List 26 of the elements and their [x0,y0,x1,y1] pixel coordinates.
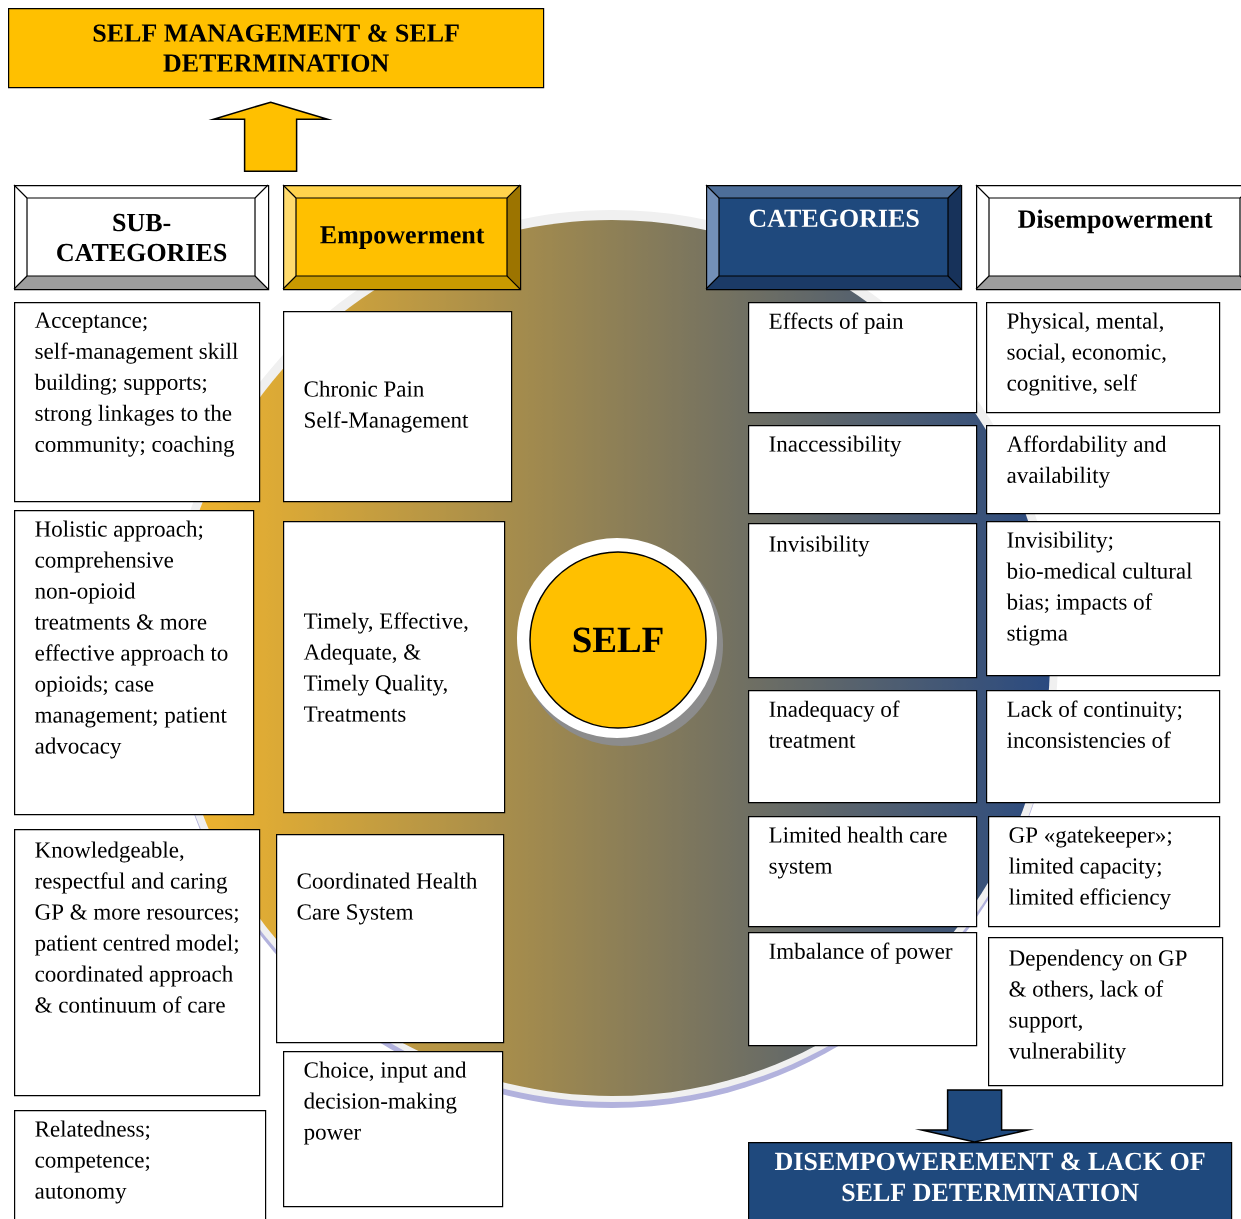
bevel-header: CATEGORIES [705,184,963,291]
bevel-header: Disempowerment [975,184,1241,291]
text-box: Affordability and availability [986,425,1221,515]
title-banner: SELF MANAGEMENT & SELF DETERMINATION [8,8,545,89]
text-box: GP «gatekeeper»; limited capacity; limited efficiency [988,816,1221,928]
bevel-header: Empowerment [282,184,522,291]
text-box: Physical, mental, social, economic, cognitive, self [986,302,1221,414]
text-box: Choice, input and decision-making power [283,1051,504,1208]
text-box: Effects of pain [748,302,978,414]
text-box: Knowledgeable, respectful and caring GP & more resources; patient centred model; coordinated approach & continuum of care [14,829,261,1097]
text-box: Inadequacy of treatment [748,690,978,804]
text-box: Chronic Pain Self-Management [283,311,513,503]
text-box: Dependency on GP & others, lack of support, vulnerability [988,937,1224,1087]
text-box: Holistic approach; comprehensive non-opioid treatments & more effective approach to opioids; case management; patient advocacy [14,510,255,816]
result-banner: DISEMPOWEREMENT & LACK OF SELF DETERMINATION [748,1142,1233,1219]
text-box: Lack of continuity; inconsistencies of [986,690,1221,804]
text-box: Acceptance; self-management skill building; supports; strong linkages to the community; coaching [14,302,261,503]
text-box: Relatedness; competence; autonomy [14,1110,267,1219]
text-box: Inaccessibility [748,425,978,515]
text-box: Invisibility; bio-medical cultural bias; impacts of stigma [986,521,1221,677]
text-box: Invisibility [748,523,978,679]
text-box: Limited health care system [748,816,978,928]
text-box: Imbalance of power [748,932,978,1047]
text-box: Coordinated Health Care System [276,834,505,1044]
text-box: Timely, Effective, Adequate, & Timely Quality, Treatments [283,521,506,814]
bevel-header: SUB-CATEGORIES [13,184,270,291]
